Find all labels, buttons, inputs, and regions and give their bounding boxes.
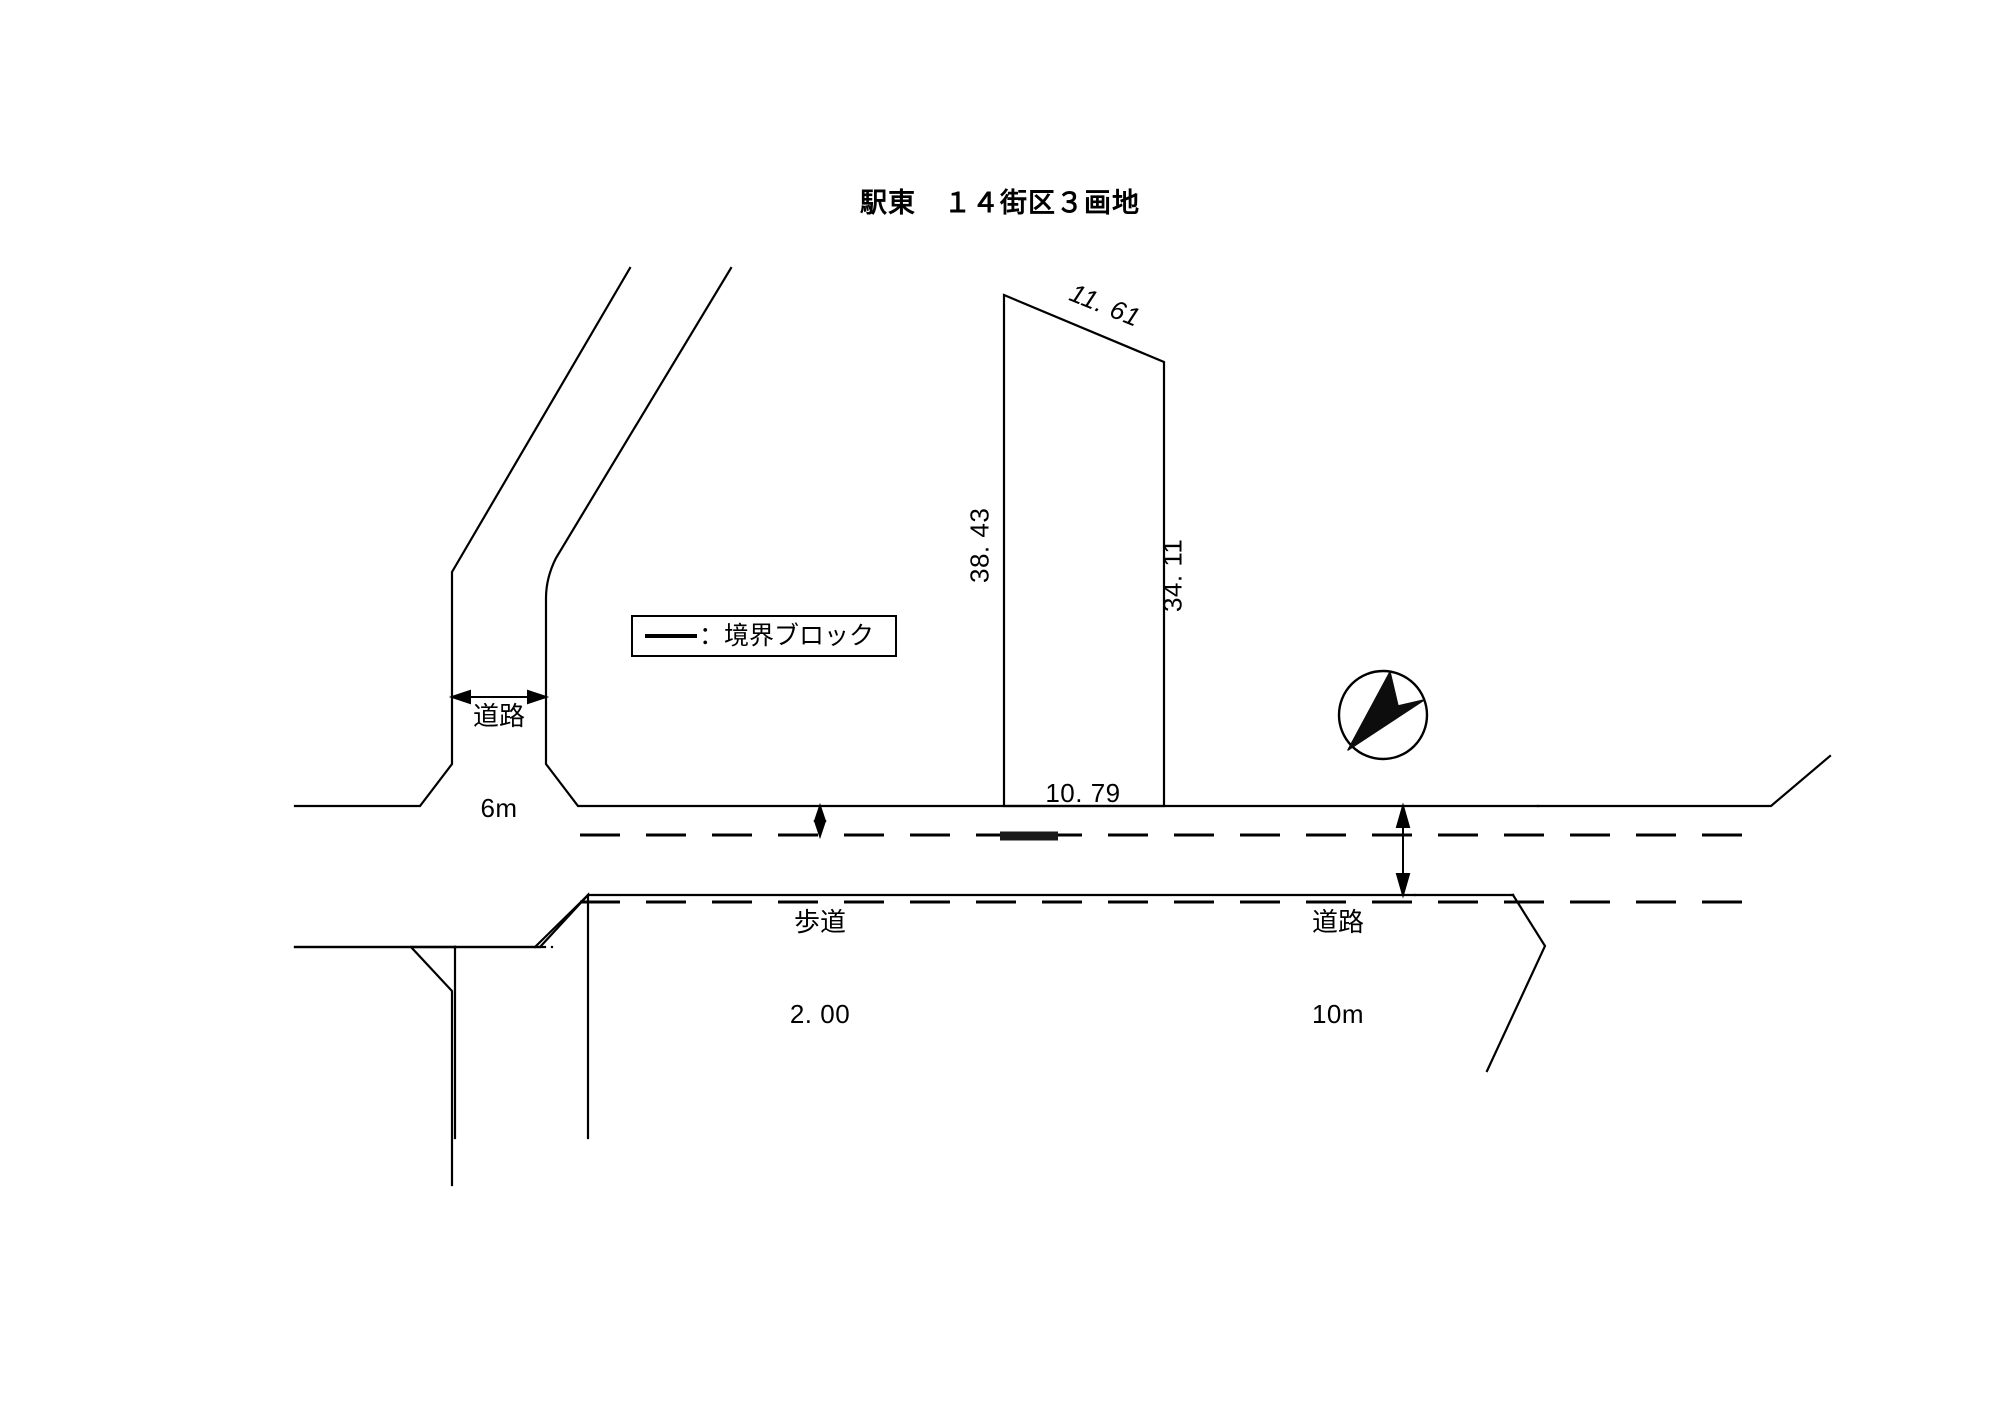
road-south-north-kerb xyxy=(1536,754,1832,808)
sidewalk-label-line2: 2. 00 xyxy=(789,999,851,1030)
parcel-outline xyxy=(1002,293,1166,808)
dim-road-west-6m xyxy=(448,689,550,705)
road-west-edges xyxy=(293,266,1540,808)
sidewalk-label: 歩道 2. 00 xyxy=(745,846,895,1091)
road-corner-chamfers xyxy=(409,893,1547,1187)
dim-sidewalk-200 xyxy=(813,802,827,840)
dim-sidewalk-arrow-down xyxy=(813,820,827,840)
chamfer-lower-left-inner xyxy=(533,893,590,949)
dim-arrow-left xyxy=(448,689,471,705)
road-south-kerb-left-return xyxy=(293,892,590,1140)
north-arrow-icon xyxy=(1337,669,1429,761)
road-south-label: 道路 10m xyxy=(1273,846,1403,1091)
legend-boundary-block: ： 境界ブロック xyxy=(631,615,897,657)
dim-road-south-10m xyxy=(1395,802,1411,899)
road-west-label-line1: 道路 xyxy=(472,701,525,732)
legend-separator: ： xyxy=(699,621,725,650)
dim-parcel-bottom-label: 10. 79 xyxy=(1045,778,1121,808)
line-swatch-icon xyxy=(645,634,697,638)
road-west-label: 道路 6m xyxy=(434,640,564,885)
road-west-label-line2: 6m xyxy=(480,793,518,824)
sidewalk-dashed-lines xyxy=(580,833,1768,904)
compass-needle-dark xyxy=(1347,671,1425,751)
road-south-label-line1: 道路 xyxy=(1311,907,1364,938)
chamfer-lower-right xyxy=(1485,893,1547,1073)
dim-road-south-arrow-down xyxy=(1395,873,1411,899)
dim-arrow-right xyxy=(527,689,550,705)
road-south-label-line2: 10m xyxy=(1311,999,1365,1030)
dim-road-south-arrow-up xyxy=(1395,802,1411,828)
chamfer-lower-left xyxy=(409,945,454,1187)
sidewalk-label-line1: 歩道 xyxy=(793,907,846,938)
road-west-right-kerb xyxy=(544,266,1540,808)
dim-parcel-right-label: 34. 11 xyxy=(1157,538,1188,613)
page-title: 駅東 １４街区３画地 xyxy=(860,188,1140,218)
legend-label: 境界ブロック xyxy=(724,621,875,650)
parcel-boundary[interactable] xyxy=(1002,293,1166,808)
dim-sidewalk-arrow-up xyxy=(813,802,827,822)
road-west-left-kerb xyxy=(293,266,632,808)
dim-parcel-left-label: 38. 43 xyxy=(964,507,995,583)
